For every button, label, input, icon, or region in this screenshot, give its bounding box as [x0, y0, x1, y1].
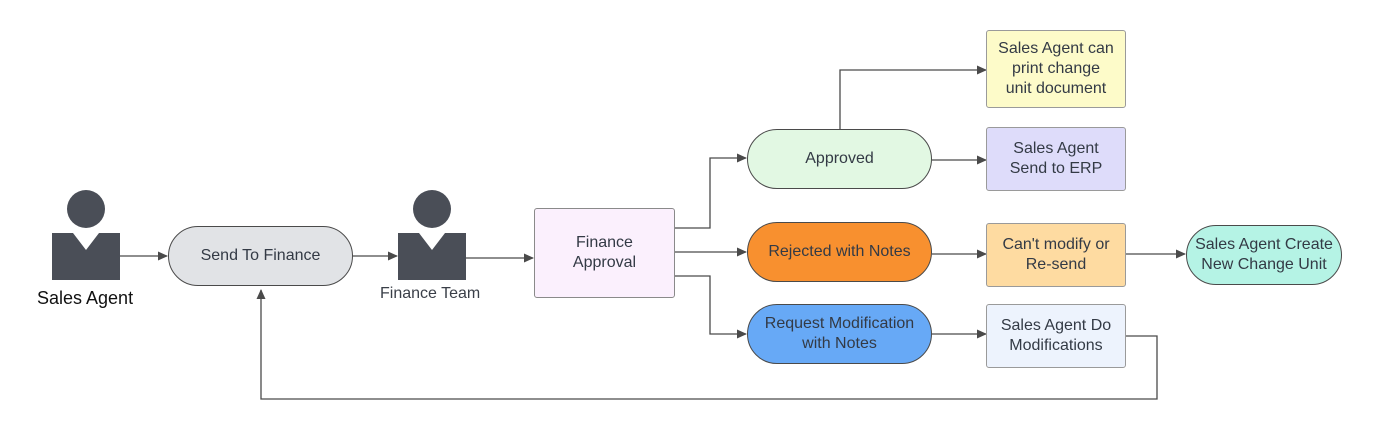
cant-modify-node: Can't modify or Re-send — [986, 223, 1126, 287]
send-to-finance-node: Send To Finance — [168, 226, 353, 286]
sales-agent-label: Sales Agent — [37, 288, 134, 308]
rejected-with-notes-node: Rejected with Notes — [747, 222, 932, 282]
print-change-unit-document-node: Sales Agent can print change unit docume… — [986, 30, 1126, 108]
edge-approval-to-request-modification — [675, 275, 747, 339]
do-modifications-node: Sales Agent Do Modifications — [986, 304, 1126, 368]
edge-approval-to-approved — [675, 153, 747, 229]
send-to-erp-node: Sales Agent Send to ERP — [986, 127, 1126, 191]
edge-do-modifications-back-to-send — [256, 289, 1158, 400]
sales-agent-icon — [52, 190, 120, 280]
approved-node: Approved — [747, 129, 932, 189]
finance-approval-node: Finance Approval — [534, 208, 675, 298]
request-modification-node: Request Modification with Notes — [747, 304, 932, 364]
finance-team-icon — [398, 190, 466, 280]
finance-team-label: Finance Team — [380, 285, 481, 302]
edge-approved-to-print — [839, 65, 987, 129]
create-new-change-unit-node: Sales Agent Create New Change Unit — [1186, 225, 1342, 285]
